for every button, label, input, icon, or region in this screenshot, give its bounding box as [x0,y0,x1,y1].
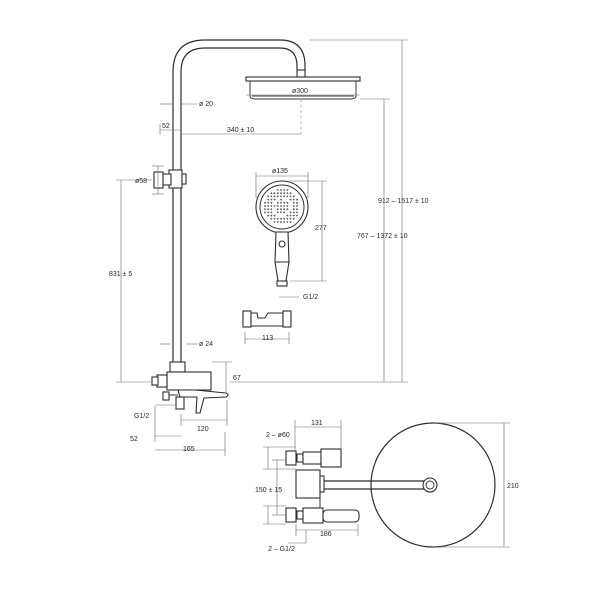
label-head-plan-210: 210 [507,483,519,490]
label-knob-diameter: ø58 [135,178,147,185]
label-arm-length: 340 ± 10 [227,127,254,134]
label-pipe-diameter: ø 20 [199,101,213,108]
shower-column-side-view [151,39,361,414]
label-hand-thread: G1/2 [303,294,318,301]
label-spout-67: 67 [233,375,241,382]
label-head-diameter: ø300 [292,88,308,95]
label-width-165: 165 [183,446,195,453]
dimension-labels: ø 20 ø300 52 340 ± 10 ø58 831 ± 5 ø 24 6… [109,88,519,553]
label-inlet-thread: G1/2 [134,413,149,420]
label-plan-2xg12: 2 – G1/2 [268,546,295,553]
label-holder-width: 113 [262,335,273,342]
label-height-arm: 767 – 1372 ± 10 [357,233,408,240]
side-view-dimensions [116,39,408,456]
label-offset-52: 52 [162,123,170,130]
label-spout-120: 120 [197,426,209,433]
nozzle-pattern [264,189,298,223]
label-height-total: 912 – 1517 ± 10 [378,198,429,205]
label-plan-2x60: 2 – ø60 [266,432,290,439]
mixer-plan-view [285,448,438,524]
label-plan-150: 150 ± 15 [255,487,282,494]
plan-view-dimensions [263,420,510,548]
label-pipe-24: ø 24 [199,341,213,348]
hand-shower [255,180,309,287]
label-bottom-52: 52 [130,436,138,443]
hand-shower-holder [242,310,292,344]
label-plan-131: 131 [311,420,323,427]
label-mixer-height: 831 ± 5 [109,271,132,278]
label-hand-length: 277 [315,225,327,232]
label-plan-186: 186 [320,531,332,538]
label-hand-diameter: ø135 [272,168,288,175]
hand-shower-dimensions [255,172,327,298]
